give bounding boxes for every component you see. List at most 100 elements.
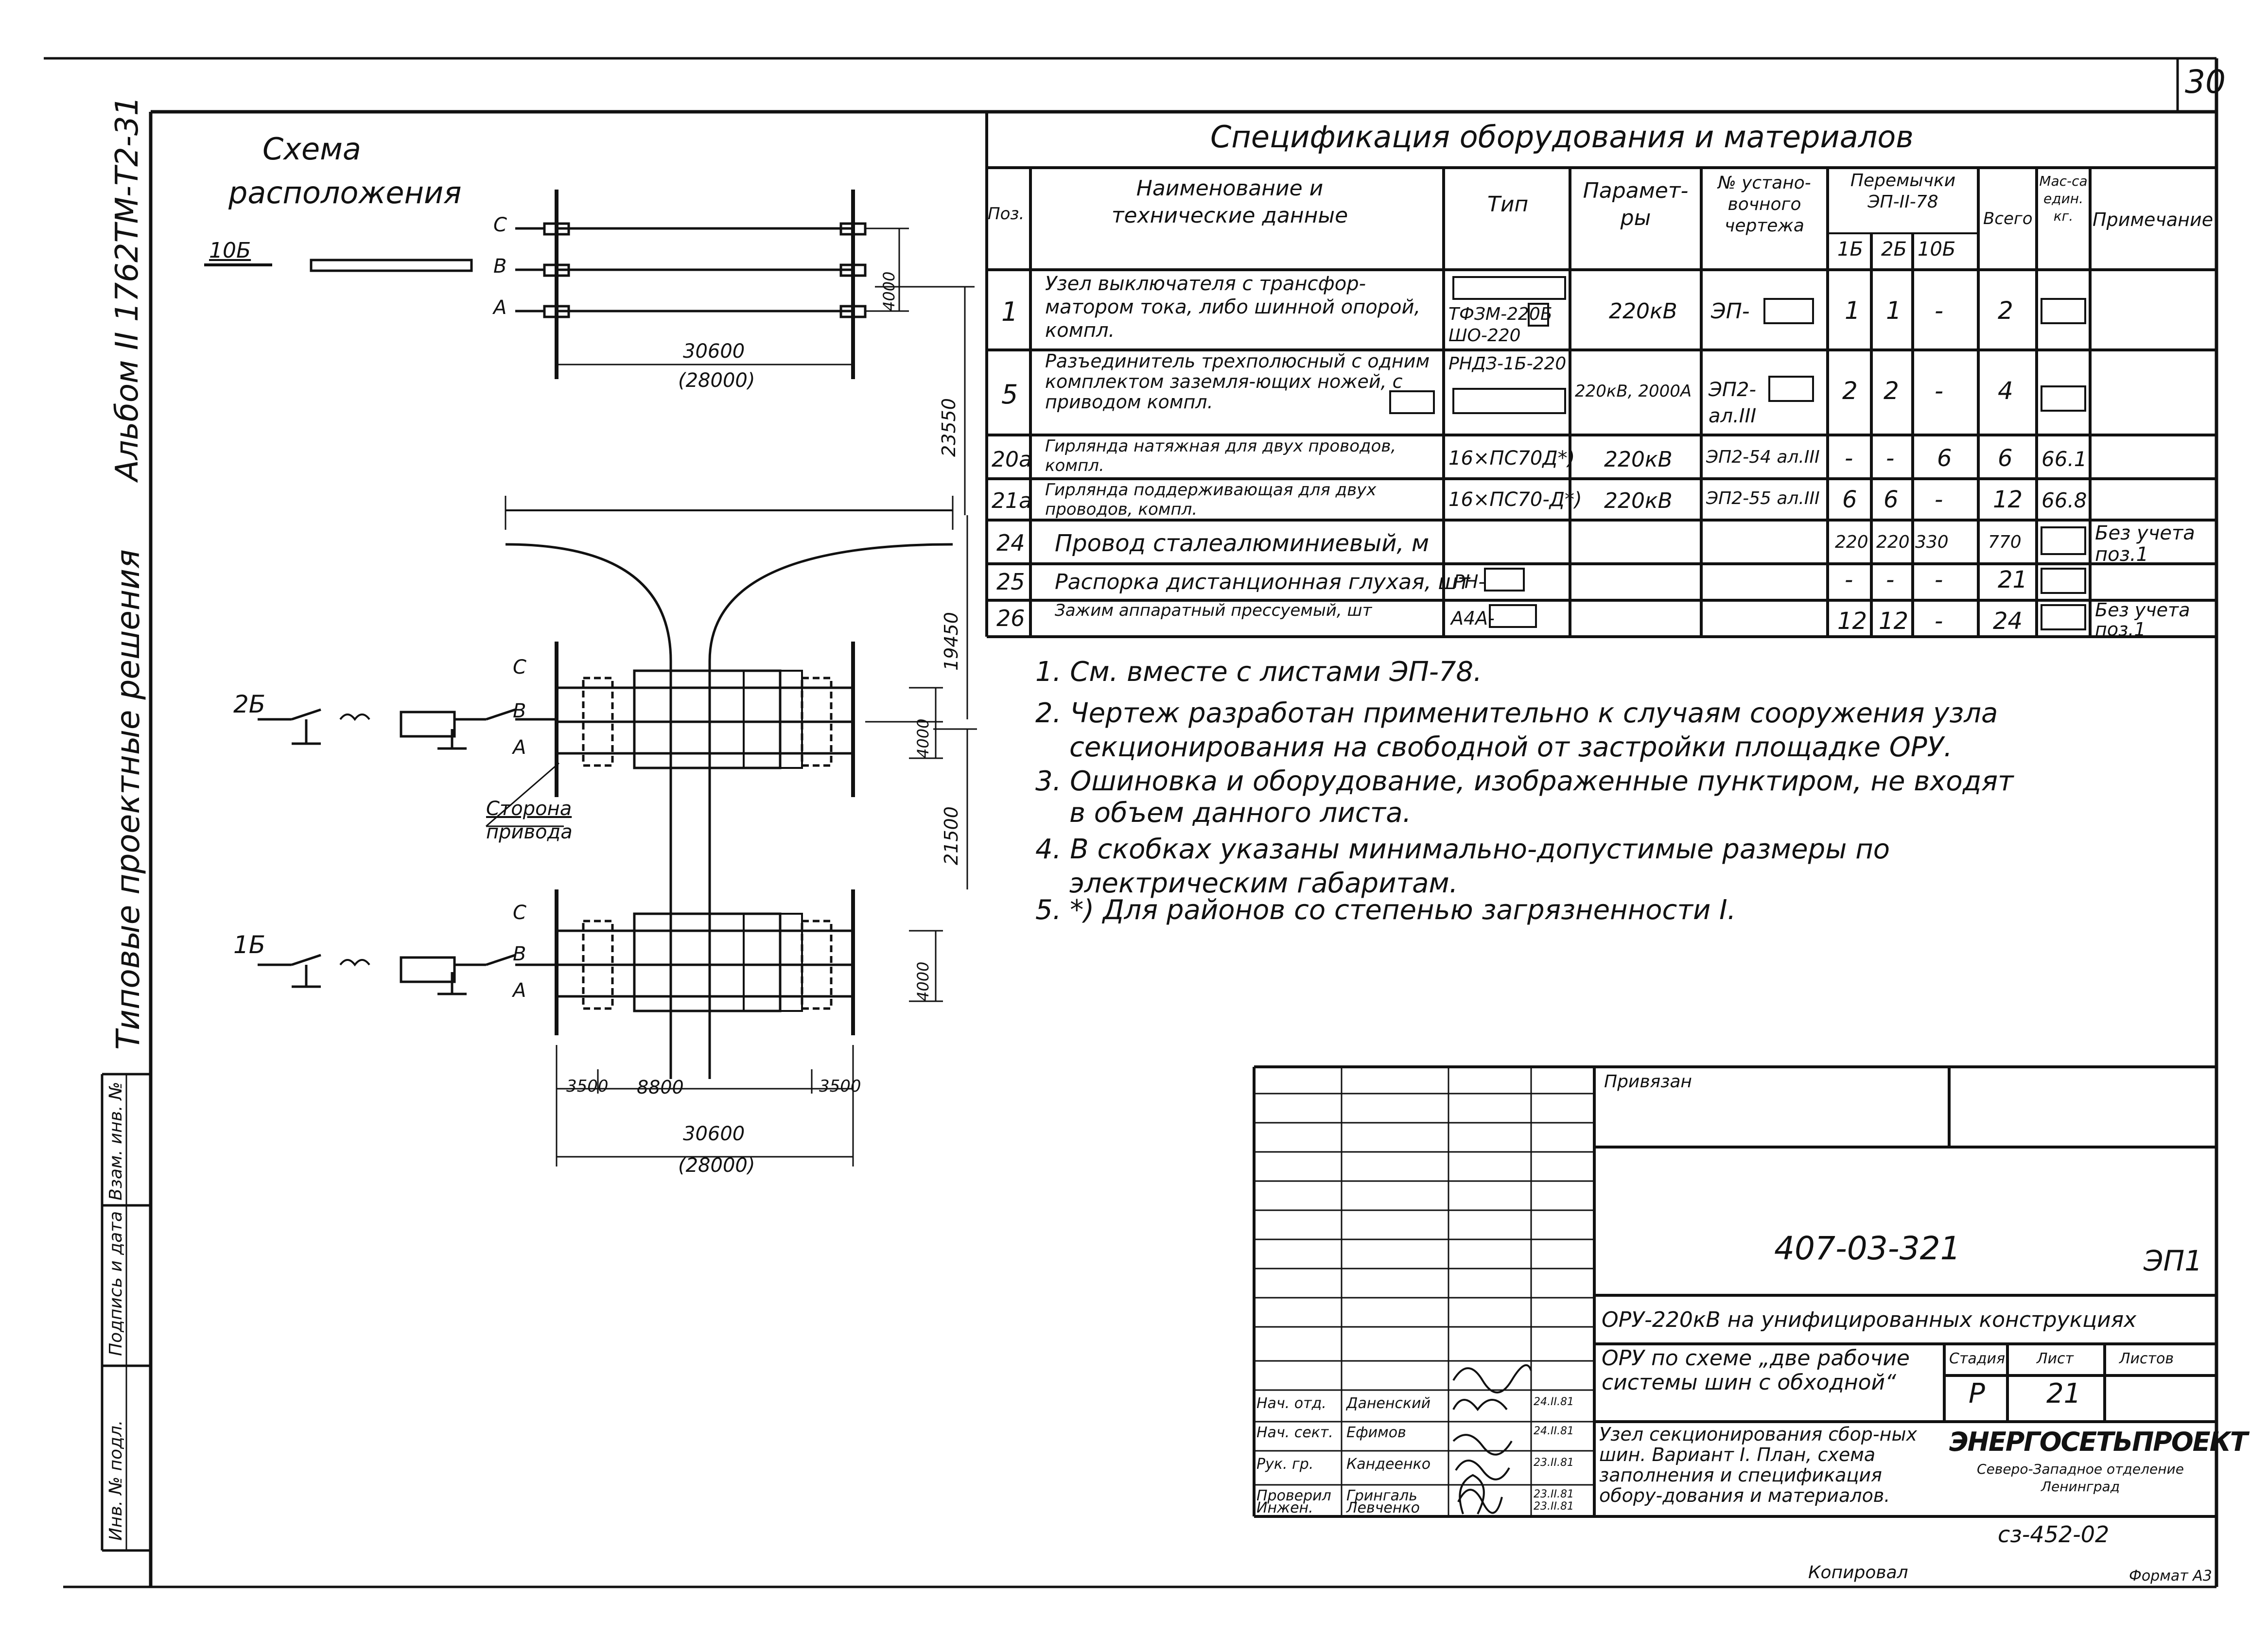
row20a-c1: -: [1845, 445, 1853, 472]
row21a-c2: 6: [1884, 486, 1899, 513]
role-3-date: 23.II.81: [1534, 1457, 1574, 1469]
doc-code: 407-03-321: [1774, 1230, 1961, 1267]
row5-type: РНДЗ-1Б-220: [1448, 354, 1567, 374]
role-4-date: 23.II.81: [1534, 1488, 1574, 1500]
row24-note: Без учета поз.1: [2095, 522, 2195, 566]
sheet-number: 30: [2185, 63, 2226, 101]
row20a-name: Гирлянда натяжная для двух проводов, ком…: [1045, 436, 1396, 475]
role-2: Нач. сект.: [1256, 1424, 1333, 1441]
row1-c3: -: [1935, 296, 1944, 325]
row26-type: А4А-: [1451, 608, 1495, 629]
note-1: 1. См. вместе с листами ЭП-78.: [1035, 656, 1482, 688]
row21a-c1: 6: [1842, 486, 1857, 513]
row21a-c3: -: [1935, 486, 1943, 513]
format-label: Формат А3: [2129, 1567, 2212, 1584]
org-name: ЭНЕРГОСЕТЬПРОЕКТ: [1949, 1427, 2248, 1457]
row1-params: 220кВ: [1609, 299, 1677, 324]
row24-c2: 220: [1876, 532, 1910, 552]
stage-header: Стадия: [1949, 1350, 2006, 1367]
tag-10b: 10Б: [209, 238, 251, 263]
note-4b: электрическим габаритам.: [1069, 868, 1458, 899]
phase-c-mid: С: [513, 656, 526, 679]
row24-name: Провод сталеалюминиевый, м: [1055, 530, 1430, 557]
row25-total: 21: [1998, 566, 2028, 593]
dim-28000-top: (28000): [678, 369, 755, 392]
tag-1b: 1Б: [233, 931, 266, 959]
row20a-c2: -: [1886, 445, 1895, 472]
dim-30600-bottom: 30600: [683, 1123, 745, 1145]
note-5: 5. *) Для районов со степенью загрязненн…: [1035, 894, 1736, 926]
spec-header-c2: 2Б: [1881, 238, 1907, 261]
role-5-date: 23.II.81: [1534, 1500, 1574, 1513]
row26-c2: 12: [1879, 608, 1909, 635]
doc-mark: ЭП1: [2144, 1244, 2203, 1277]
privyazan-label: Привязан: [1604, 1072, 1692, 1092]
scheme-subtitle: расположения: [228, 175, 462, 210]
spec-header-group: Перемычки ЭП-II-78: [1850, 171, 1956, 212]
phase-b-mid: В: [513, 700, 526, 722]
row25-name: Распорка дистанционная глухая, шт: [1055, 570, 1470, 594]
row5-c1: 2: [1842, 377, 1858, 405]
row5-name: Разъединитель трехполюсный с одним компл…: [1045, 350, 1430, 413]
project-name: ОРУ-220кВ на унифицированных конструкция…: [1602, 1307, 2137, 1332]
row26-c1: 12: [1837, 608, 1867, 635]
note-4: 4. В скобках указаны минимально-допустим…: [1035, 834, 1890, 865]
row21a-mass: 66.8: [2041, 488, 2087, 512]
row26-name: Зажим аппаратный прессуемый, шт: [1055, 601, 1372, 620]
row1-drawing: ЭП-: [1711, 299, 1750, 324]
inv-number: сз-452-02: [1998, 1521, 2110, 1548]
role-1-date: 24.II.81: [1534, 1396, 1574, 1408]
sheet-header: Лист: [2037, 1350, 2074, 1367]
row21a-total: 12: [1993, 486, 2023, 513]
row26-pos: 26: [996, 605, 1025, 631]
spec-title: Спецификация оборудования и материалов: [1210, 119, 1914, 155]
row21a-pos: 21а: [992, 488, 1032, 513]
row5-params: 220кВ, 2000А: [1575, 382, 1692, 401]
row20a-c3: 6: [1937, 445, 1952, 472]
drive-side-label: Сторона привода: [486, 797, 573, 844]
role-4: Проверил: [1256, 1487, 1331, 1504]
drive-side-line2: привода: [486, 821, 573, 843]
role-3-name: Кандеенко: [1346, 1456, 1431, 1473]
row20a-params: 220кВ: [1604, 447, 1673, 472]
dim-28000-bottom: (28000): [678, 1154, 755, 1177]
row21a-params: 220кВ: [1604, 488, 1673, 513]
spec-header-params: Парамет-ры: [1583, 178, 1689, 230]
row25-type: РН-: [1453, 571, 1485, 592]
spec-header-c3: 10Б: [1918, 238, 1956, 261]
row1-c2: 1: [1886, 296, 1902, 325]
copied-label: Копировал: [1808, 1563, 1908, 1583]
row1-pos: 1: [1001, 296, 1018, 327]
note-2b: секционирования на свободной от застройк…: [1069, 731, 1953, 763]
role-1-name: Даненский: [1346, 1395, 1431, 1412]
row5-drawing: ЭП2- ал.III: [1709, 379, 1757, 427]
row26-c3: -: [1935, 608, 1943, 635]
role-2-date: 24.II.81: [1534, 1425, 1574, 1437]
dim-3500-left: 3500: [566, 1077, 609, 1096]
role-2-name: Ефимов: [1346, 1424, 1406, 1441]
role-5-name: Левченко: [1346, 1499, 1420, 1516]
org-subtitle: Северо-Западное отделение Ленинград: [1977, 1461, 2184, 1495]
row26-total: 24: [1993, 608, 2023, 635]
row5-c3: -: [1935, 377, 1944, 405]
phase-c-top: С: [493, 214, 507, 236]
spec-header-total: Всего: [1983, 209, 2033, 228]
spec-header-note: Примечание: [2093, 209, 2214, 230]
scheme-title: Схема: [262, 131, 361, 167]
sheets-header: Листов: [2119, 1350, 2174, 1367]
phase-a-bot: А: [513, 979, 526, 1002]
row24-total: 770: [1988, 532, 2022, 552]
scheme-name: ОРУ по схеме „две рабочие системы шин с …: [1602, 1346, 1910, 1395]
phase-a-top: А: [493, 296, 507, 319]
row5-pos: 5: [1001, 379, 1018, 410]
row21a-drawing: ЭП2-55 ал.III: [1706, 488, 1820, 508]
row25-pos: 25: [996, 569, 1025, 595]
role-1: Нач. отд.: [1256, 1395, 1326, 1412]
row25-c3: -: [1935, 566, 1943, 593]
row1-total: 2: [1998, 296, 2013, 325]
row5-c2: 2: [1884, 377, 1899, 405]
